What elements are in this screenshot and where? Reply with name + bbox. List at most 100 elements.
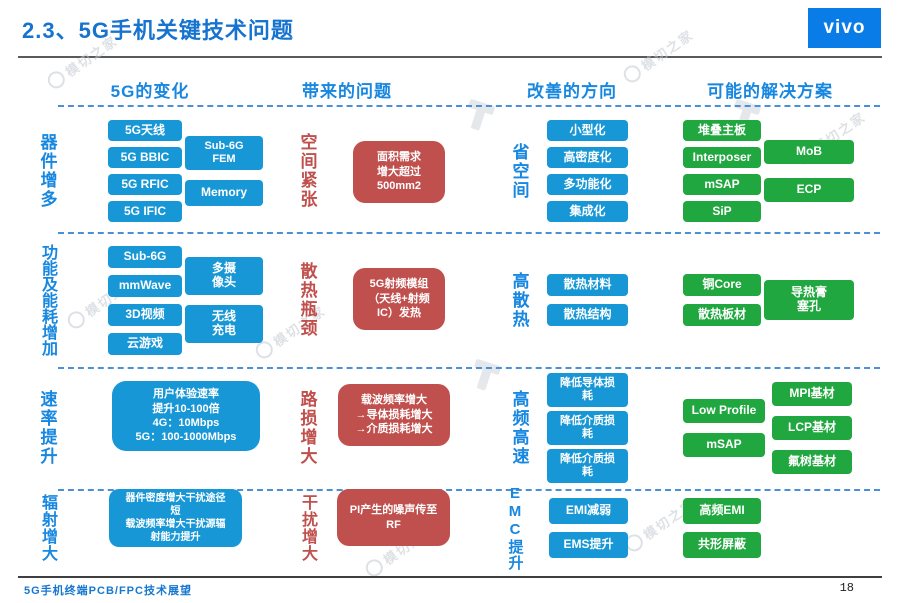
change-box: 3D视频 — [108, 303, 182, 326]
direction-label-text: 高频高速 — [509, 390, 529, 466]
change-box: Sub-6G — [108, 245, 182, 268]
row2-directions: 散热材料 散热结构 — [547, 238, 628, 362]
category-text: 功能及能耗增加 — [39, 244, 56, 356]
row3-solutions-col2: MPI基材 LCP基材 氟树基材 — [772, 372, 852, 484]
row-divider — [58, 489, 880, 491]
watermark-text: 模切之家 — [638, 26, 697, 74]
solution-box: 散热板材 — [683, 304, 761, 326]
direction-box: EMS提升 — [549, 532, 628, 558]
change-box: 多摄 像头 — [185, 257, 263, 295]
direction-box: EMI减弱 — [549, 498, 628, 524]
direction-box: 降低介质损 耗 — [547, 449, 628, 483]
change-box: 云游戏 — [108, 332, 182, 355]
row2-solutions-col1: 铜Core 散热板材 — [683, 238, 761, 362]
row4-problem-label: 干扰增大 — [293, 490, 321, 566]
row4-directions: EMI减弱 EMS提升 — [549, 490, 628, 566]
row2-solutions-col2: 导热膏 塞孔 — [764, 238, 854, 362]
row1-changes-col1: 5G天线 5G BBIC 5G RFIC 5G IFIC — [108, 112, 182, 230]
direction-label-text: EMC提升 — [506, 485, 524, 571]
change-box: 5G RFIC — [108, 174, 182, 195]
solution-box: mSAP — [683, 174, 761, 195]
column-header-changes: 5G的变化 — [110, 82, 190, 101]
direction-label-text: 省空间 — [509, 142, 529, 200]
row3-directions: 降低导体损 耗 降低介质损 耗 降低介质损 耗 — [547, 372, 628, 484]
solution-box: ECP — [764, 178, 854, 202]
change-box: 5G BBIC — [108, 147, 182, 168]
row3-category-label: 速率提升 — [33, 372, 61, 484]
change-box: 无线 充电 — [185, 305, 263, 343]
row1-directions: 小型化 高密度化 多功能化 集成化 — [547, 112, 628, 230]
row1-changes-col2: Sub-6G FEM Memory — [185, 112, 263, 230]
solution-box: MPI基材 — [772, 382, 852, 406]
page-title: 2.3、5G手机关键技术问题 — [22, 18, 294, 43]
problem-label-text: 空间紧张 — [297, 133, 317, 209]
watermark-ring-icon — [64, 308, 89, 332]
row3-problem-label: 路损增大 — [293, 372, 321, 484]
category-text: 辐射增大 — [39, 494, 56, 562]
row3-problem-box: 载波频率增大 →导体损耗增大 →介质损耗增大 — [338, 384, 450, 446]
row2-problem-label: 散热瓶颈 — [293, 238, 321, 362]
row4-solutions-col1: 高频EMI 共形屏蔽 — [683, 490, 761, 566]
row3-change-box: 用户体验速率 提升10-100倍 4G：10Mbps 5G：100-1000Mb… — [112, 381, 260, 451]
row2-changes-col1: Sub-6G mmWave 3D视频 云游戏 — [108, 238, 182, 362]
solution-box: 铜Core — [683, 274, 761, 296]
problem-label-text: 散热瓶颈 — [297, 262, 317, 338]
row1-problem-label: 空间紧张 — [293, 112, 321, 230]
row4-problem-box: PI产生的噪声传至 RF — [337, 489, 450, 546]
solution-box: MoB — [764, 140, 854, 164]
change-box: Sub-6G FEM — [185, 136, 263, 170]
row-divider — [58, 105, 880, 107]
solution-box: 氟树基材 — [772, 450, 852, 474]
row4-direction-label: EMC提升 — [501, 485, 529, 571]
change-box: 5G IFIC — [108, 201, 182, 222]
direction-box: 小型化 — [547, 120, 628, 141]
row1-solutions-col2: MoB ECP — [764, 112, 854, 230]
pin-watermark-icon — [458, 94, 501, 137]
direction-box: 高密度化 — [547, 147, 628, 168]
column-header-directions: 改善的方向 — [527, 82, 617, 101]
row3-direction-label: 高频高速 — [505, 372, 533, 484]
solution-box: LCP基材 — [772, 416, 852, 440]
row1-category-label: 器件增多 — [33, 112, 61, 230]
footer-divider — [18, 576, 882, 578]
title-divider — [18, 56, 882, 58]
row2-changes-col2: 多摄 像头 无线 充电 — [185, 238, 263, 362]
solution-box: mSAP — [683, 433, 765, 457]
solution-box: Interposer — [683, 147, 761, 168]
watermark-ring-icon — [44, 68, 69, 92]
direction-box: 散热结构 — [547, 304, 628, 326]
solution-box: Low Profile — [683, 399, 765, 423]
row4-category-label: 辐射增大 — [33, 490, 61, 566]
direction-box: 降低导体损 耗 — [547, 373, 628, 407]
row4-change-box: 器件密度增大干扰途径 短 载波频率增大干扰源辐 射能力提升 — [109, 489, 242, 547]
category-text: 速率提升 — [37, 390, 57, 466]
solution-box: 共形屏蔽 — [683, 532, 761, 558]
solution-box: 高频EMI — [683, 498, 761, 524]
problem-label-text: 干扰增大 — [299, 494, 316, 562]
row1-solutions-col1: 堆叠主板 Interposer mSAP SiP — [683, 112, 761, 230]
solution-box: 堆叠主板 — [683, 120, 761, 141]
direction-box: 散热材料 — [547, 274, 628, 296]
row1-direction-label: 省空间 — [505, 112, 533, 230]
row-divider — [58, 367, 880, 369]
row-divider — [58, 232, 880, 234]
row2-problem-box: 5G射频模组 （天线+射频 IC）发热 — [353, 268, 445, 330]
row2-direction-label: 高散热 — [505, 238, 533, 362]
row1-problem-box: 面积需求 增大超过 500mm2 — [353, 141, 445, 203]
change-box: 5G天线 — [108, 120, 182, 141]
row2-category-label: 功能及能耗增加 — [33, 238, 61, 362]
column-header-solutions: 可能的解决方案 — [707, 82, 833, 101]
direction-box: 多功能化 — [547, 174, 628, 195]
page-number: 18 — [839, 581, 854, 595]
solution-box: 导热膏 塞孔 — [764, 280, 854, 320]
direction-box: 集成化 — [547, 201, 628, 222]
category-text: 器件增多 — [37, 133, 57, 209]
vivo-logo: vivo — [808, 8, 881, 48]
pin-watermark-icon — [464, 354, 507, 397]
solution-box: SiP — [683, 201, 761, 222]
problem-label-text: 路损增大 — [297, 390, 317, 466]
row3-solutions-col1: Low Profile mSAP — [683, 372, 765, 484]
direction-label-text: 高散热 — [509, 271, 529, 329]
change-box: mmWave — [108, 274, 182, 297]
